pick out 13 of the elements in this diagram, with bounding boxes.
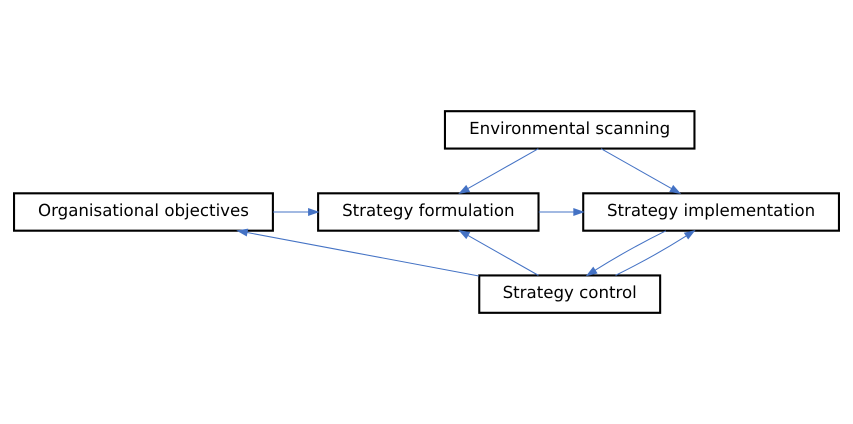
- node-box: Strategy implementation: [582, 192, 840, 232]
- node-box: Environmental scanning: [444, 110, 696, 150]
- arrow: [273, 208, 320, 216]
- arrow: [458, 148, 539, 194]
- arrow: [615, 230, 696, 276]
- arrow: [458, 230, 539, 276]
- node-box: Organisational objectives: [13, 192, 274, 232]
- arrow: [600, 148, 682, 194]
- arrow: [236, 228, 480, 277]
- arrow: [586, 230, 666, 276]
- arrow: [538, 208, 585, 216]
- node-box: Strategy control: [478, 274, 662, 314]
- node-box: Strategy formulation: [317, 192, 540, 232]
